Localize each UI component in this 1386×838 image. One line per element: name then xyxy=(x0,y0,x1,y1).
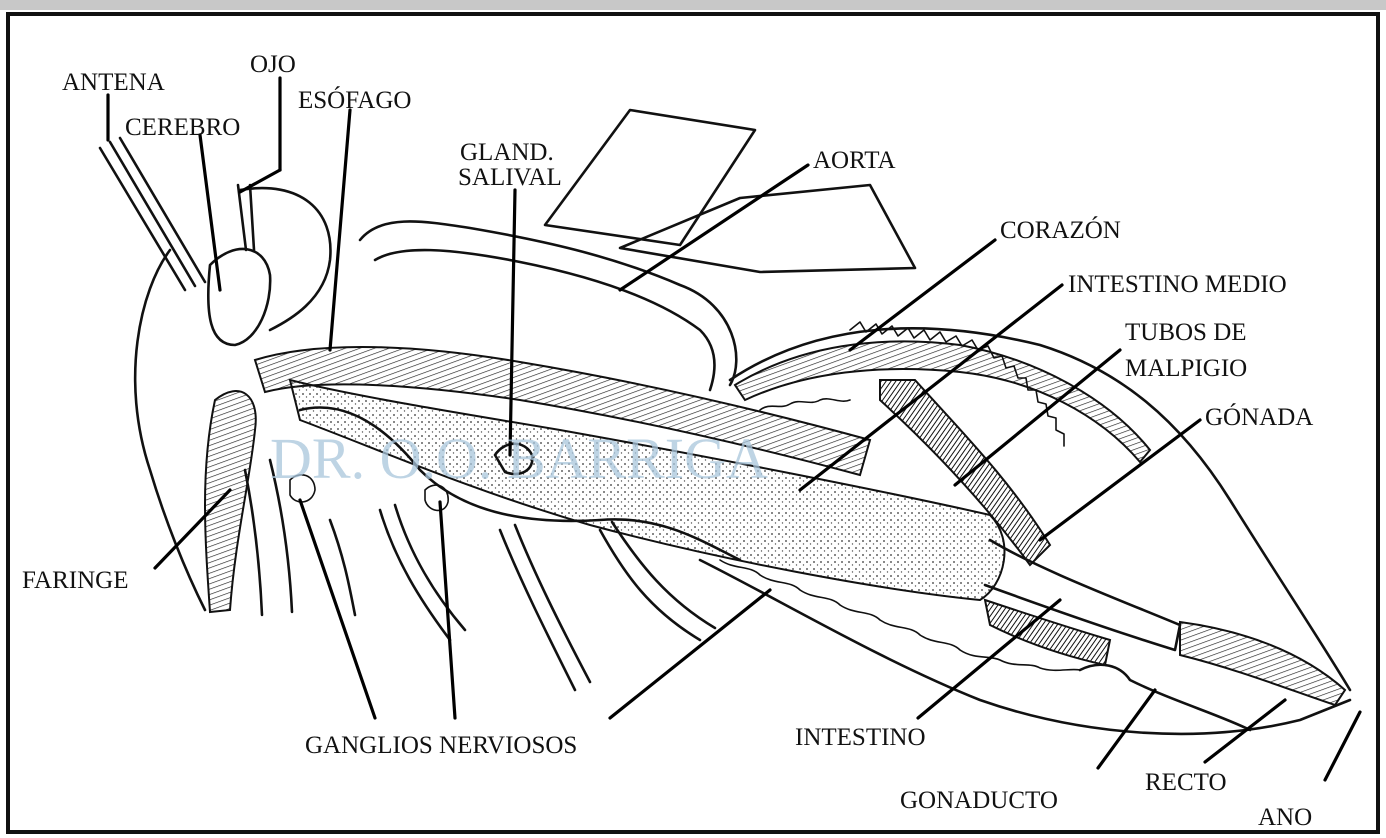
label-ano: ANO xyxy=(1258,804,1312,831)
label-ganglios: GANGLIOS NERVIOSOS xyxy=(305,732,577,759)
label-tubos-line1: TUBOS DE xyxy=(1125,319,1247,346)
label-gonada: GÓNADA xyxy=(1205,403,1313,431)
top-shadow-bar xyxy=(0,0,1386,10)
label-intestino-medio: INTESTINO MEDIO xyxy=(1068,271,1287,298)
label-gland-line1: GLAND. xyxy=(460,139,554,166)
label-cerebro: CEREBRO xyxy=(125,114,240,141)
label-antena: ANTENA xyxy=(62,69,165,96)
label-faringe: FARINGE xyxy=(22,567,128,594)
label-aorta: AORTA xyxy=(813,147,896,174)
label-recto: RECTO xyxy=(1145,769,1227,796)
label-intestino: INTESTINO xyxy=(795,724,926,751)
label-ojo: OJO xyxy=(250,51,296,78)
label-gland-line2: SALIVAL xyxy=(458,164,562,191)
watermark: DR. O.O. BARRIGA xyxy=(270,426,768,491)
label-esofago: ESÓFAGO xyxy=(298,86,411,114)
label-gonaducto: GONADUCTO xyxy=(900,787,1058,814)
label-corazon: CORAZÓN xyxy=(1000,216,1121,244)
label-tubos-line2: MALPIGIO xyxy=(1125,355,1247,382)
